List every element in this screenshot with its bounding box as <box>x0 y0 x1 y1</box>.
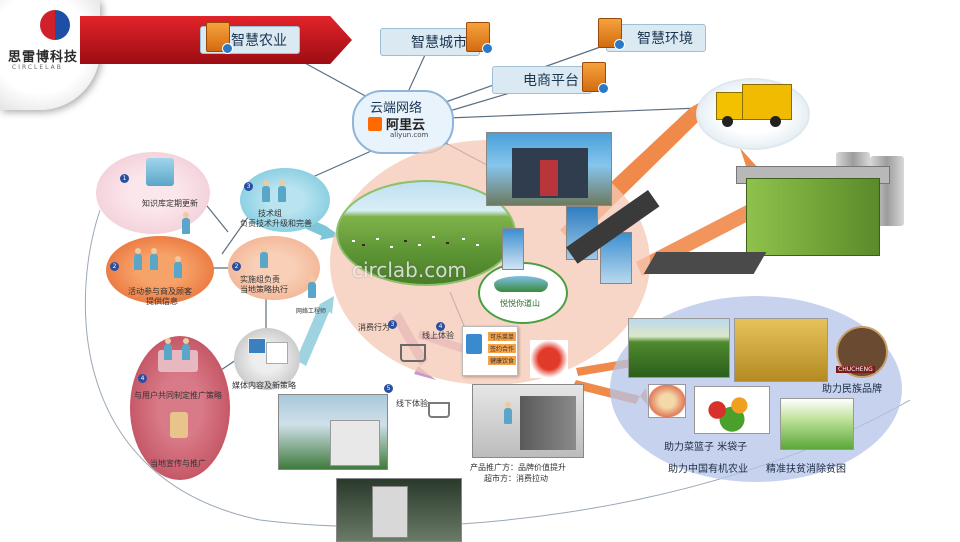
person-icon <box>150 248 158 270</box>
aliyun-name: 阿里云 <box>386 118 426 133</box>
monitor-icon <box>248 338 266 354</box>
cart-icon <box>400 344 426 362</box>
aliyun-logo-icon <box>368 117 382 131</box>
step-number: 2 <box>110 262 119 271</box>
livestock-mark <box>462 238 465 240</box>
truck-body <box>742 84 792 120</box>
implementation-desc: 当地策略执行 <box>240 285 288 294</box>
basket-label: 助力菜篮子 米袋子 <box>664 442 748 453</box>
aliyun-url: aliyun.com <box>390 131 429 139</box>
activity-desc: 提供信息 <box>146 297 178 306</box>
media-label: 媒体内容及新策略 <box>232 381 296 390</box>
smart-agriculture-tag: 智慧农业 <box>200 26 300 54</box>
logo-text: 思雷博科技 <box>8 50 79 65</box>
server-icon <box>598 18 625 50</box>
offline-label: 线下体验 <box>396 399 428 408</box>
person-icon <box>308 276 316 298</box>
consumption-label: 消费行为 <box>358 323 390 332</box>
livestock-mark <box>352 240 355 242</box>
kiosk-image <box>502 228 524 270</box>
person-icon <box>260 246 268 268</box>
outdoor-kiosk-body <box>330 420 380 466</box>
logo-s-icon <box>40 10 70 40</box>
card-label: 可乐菜单 <box>488 332 517 341</box>
person-icon <box>504 402 512 424</box>
tech-group-desc: 负责技术升级和完善 <box>240 219 312 228</box>
cart-icon <box>428 402 450 418</box>
vegetables-image <box>694 386 770 434</box>
server-icon <box>206 22 233 54</box>
server-icon <box>582 62 609 94</box>
livestock-mark <box>432 236 435 238</box>
livestock-mark <box>362 244 365 246</box>
poverty-label: 精准扶贫消除贫困 <box>766 464 846 475</box>
rice-field-image <box>734 318 828 382</box>
brand-badge-text: CHUCHENG <box>836 366 875 373</box>
activity-node <box>106 236 214 304</box>
knowledge-label: 知识库定期更新 <box>142 199 198 208</box>
server-icon <box>466 22 493 54</box>
step-number: 4 <box>138 374 147 383</box>
product-caption-line1: 产品推广方：品牌价值提升 <box>470 463 566 472</box>
card-label: 健康饮食 <box>488 356 517 365</box>
product-caption-line2: 超市方：消费拉动 <box>484 474 548 483</box>
conveyor-base <box>643 252 767 274</box>
promo-plan-label: 与用户共同制定推广策略 <box>134 391 222 400</box>
livestock-mark <box>446 242 449 244</box>
person-icon <box>262 180 270 202</box>
fruit-image <box>648 384 686 418</box>
person-icon <box>182 212 190 234</box>
person-icon <box>174 256 182 278</box>
engineer-label: 网络工程师 <box>296 308 327 315</box>
step-number: 5 <box>384 384 393 393</box>
wheel-icon <box>722 116 733 127</box>
local-promo-label: 当地宣传与推广 <box>150 459 206 468</box>
step-number: 2 <box>232 262 241 271</box>
smart-city-tag: 智慧城市 <box>380 28 480 56</box>
poverty-illustration <box>780 398 854 450</box>
organic-label: 助力中国有机农业 <box>668 464 748 475</box>
cloud-title: 云端网络 <box>370 101 423 116</box>
livestock-mark <box>376 238 379 240</box>
livestock-mark <box>418 244 421 246</box>
tech-group-label: 技术组 <box>258 209 282 218</box>
folk-brand-label: 助力民族品牌 <box>822 384 882 395</box>
vending-machine-body <box>520 396 576 450</box>
person-icon <box>278 180 286 202</box>
processing-machine-image <box>746 178 880 256</box>
step-number: 3 <box>388 320 397 329</box>
person-icon <box>134 248 142 270</box>
ecommerce-tag: 电商平台 <box>492 66 592 94</box>
step-number: 3 <box>244 182 253 191</box>
vineyard-image <box>628 318 730 378</box>
badge-landscape-icon <box>494 276 548 292</box>
store-building-door <box>540 160 558 196</box>
person-icon <box>164 338 172 360</box>
street-kiosk-body <box>372 486 408 538</box>
livestock-mark <box>476 244 479 246</box>
watermark-text: circlab.com <box>352 258 467 282</box>
poster-icon <box>170 412 188 438</box>
person-icon <box>182 338 190 360</box>
livestock-mark <box>390 246 393 248</box>
phone-icon <box>466 334 482 354</box>
badge-text: 悦悦你道山 <box>500 299 540 308</box>
implementation-label: 实施组负责 <box>240 275 280 284</box>
logo-subtext: CIRCLELAB <box>12 64 63 71</box>
implementation-node <box>228 236 320 300</box>
wheel-icon <box>770 116 781 127</box>
step-number: 4 <box>436 322 445 331</box>
online-label: 线上体验 <box>422 331 454 340</box>
server-rack-icon <box>146 158 174 186</box>
mascot-image <box>530 340 568 378</box>
green-badge <box>478 262 568 324</box>
document-icon <box>266 342 288 364</box>
step-number: 1 <box>120 174 129 183</box>
activity-label: 活动参与商及顾客 <box>128 287 192 296</box>
card-label: 签约合作 <box>488 344 517 353</box>
livestock-mark <box>404 240 407 242</box>
